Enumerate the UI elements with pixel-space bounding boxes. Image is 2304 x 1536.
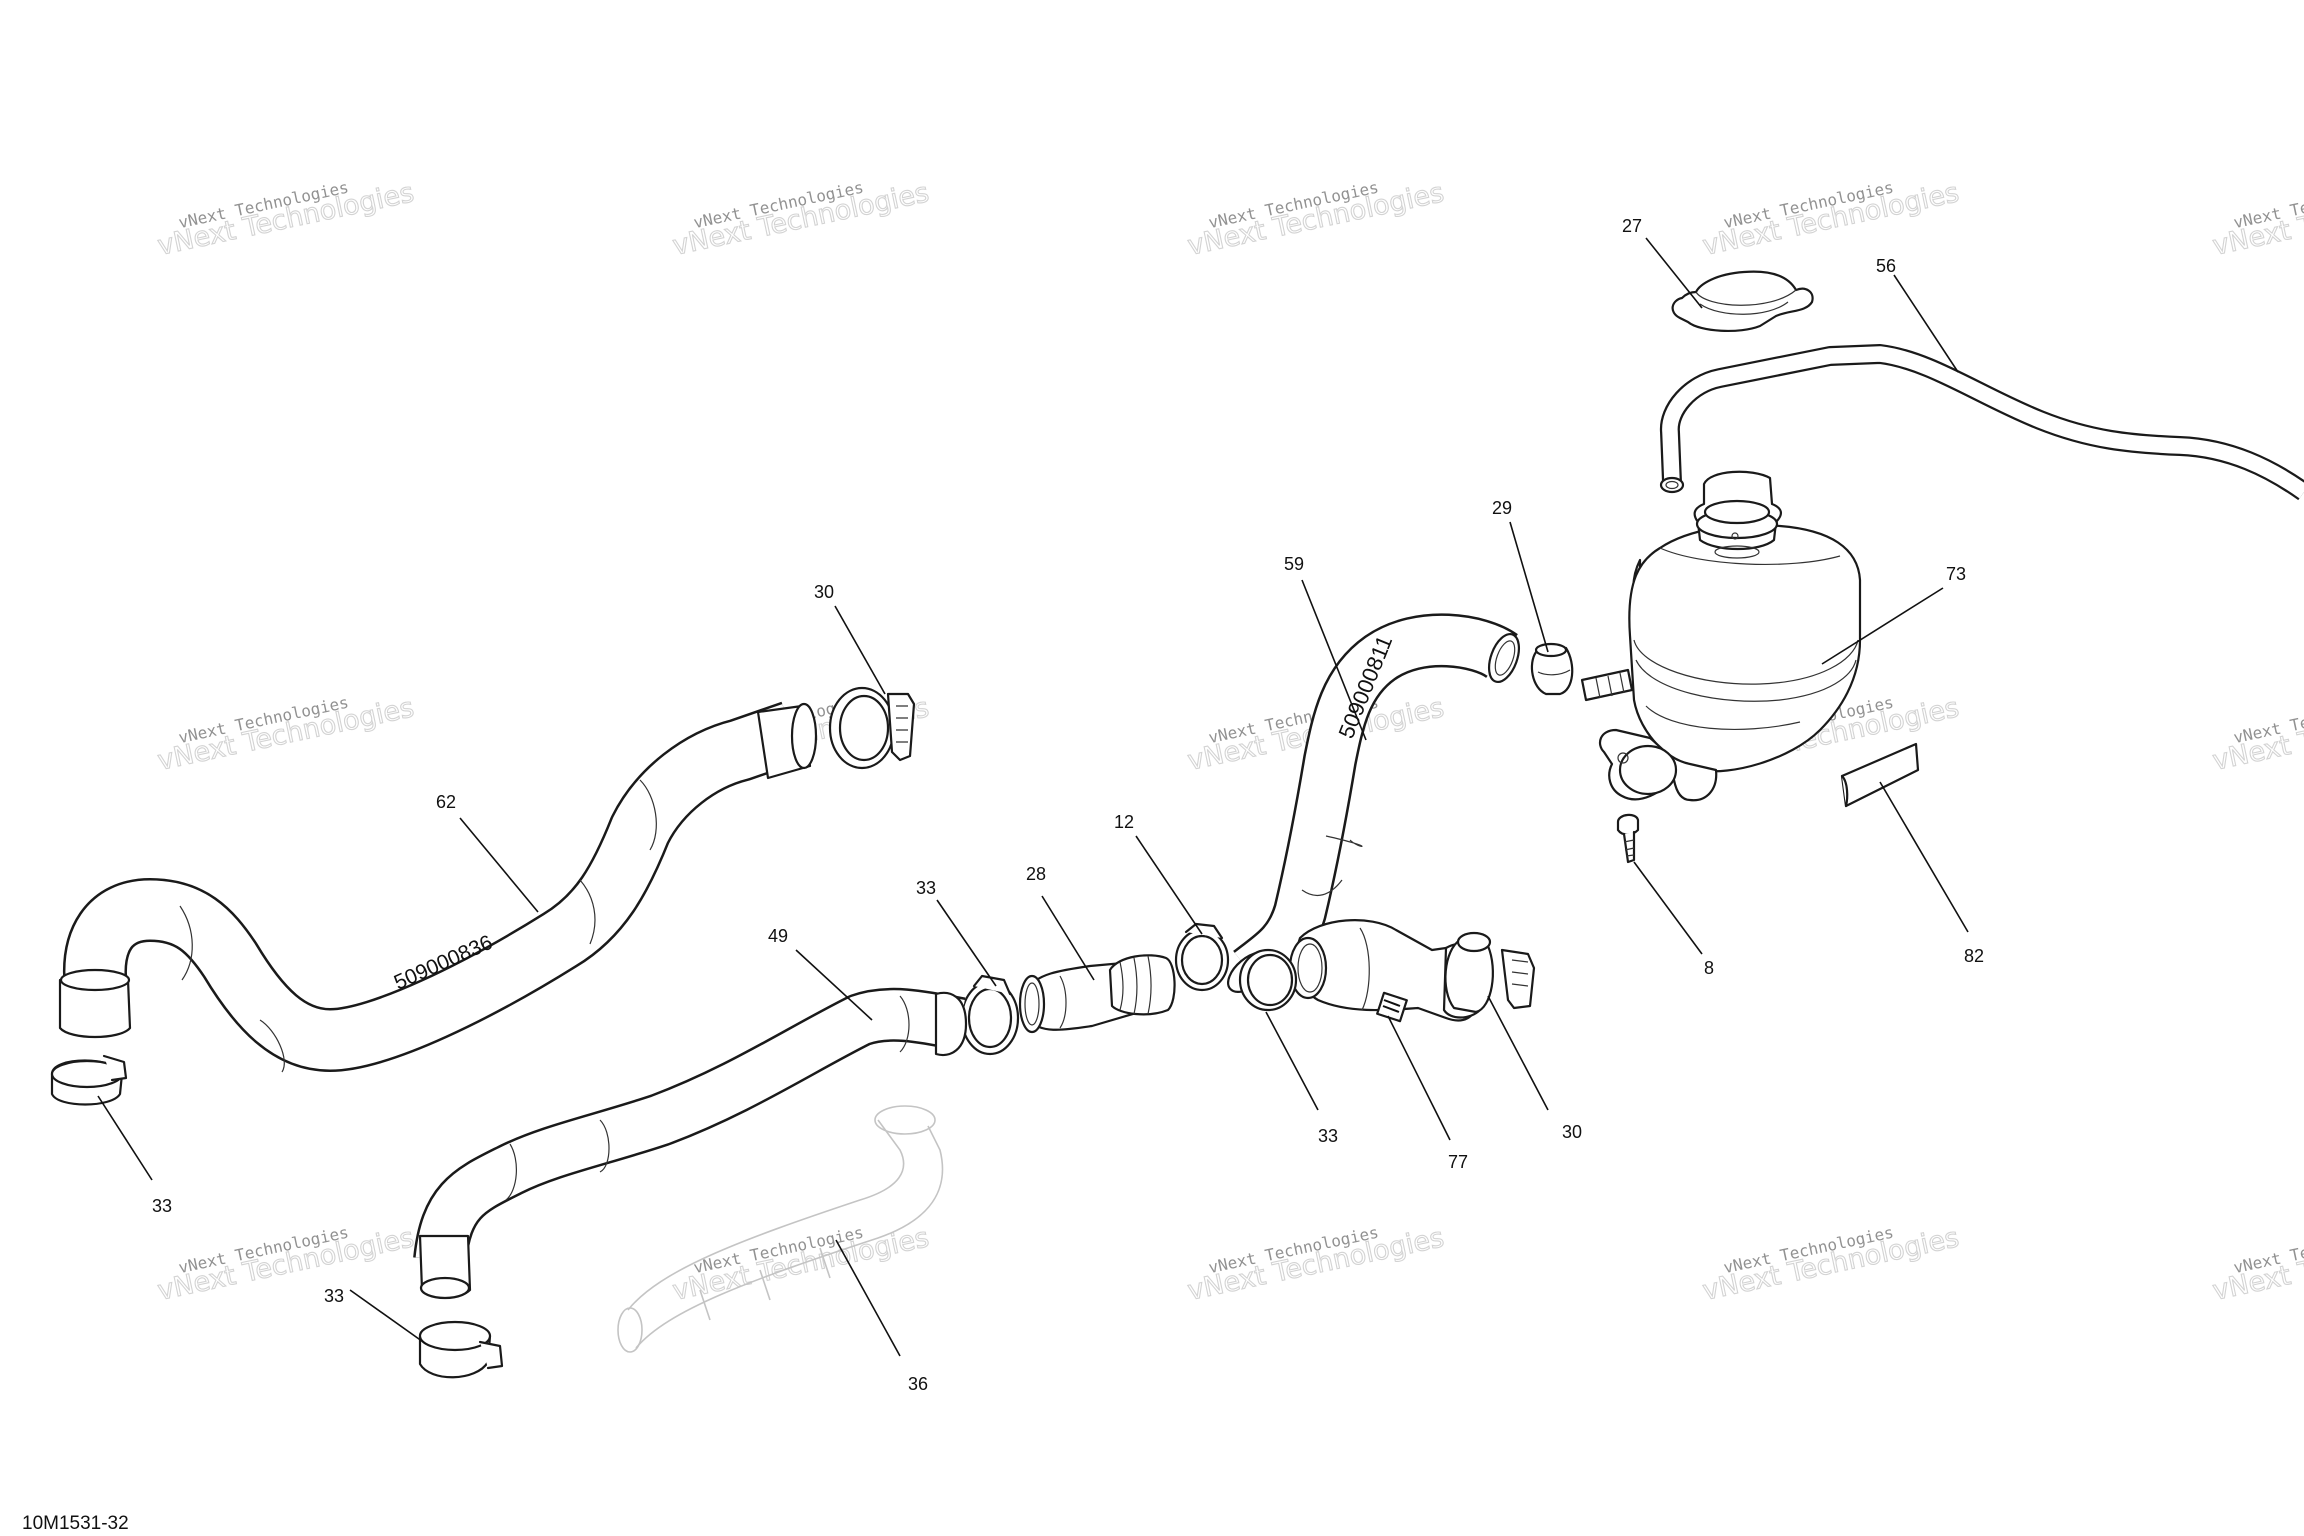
- watermark-layer: vNext Technologies vNext Technologies vN…: [154, 177, 2304, 1308]
- hose-clamp-33-left: [52, 1056, 126, 1105]
- overflow-hose-56: [1661, 354, 2304, 492]
- callout-82: 82: [1964, 946, 1984, 966]
- callout-62: 62: [436, 792, 456, 812]
- hose-clamp-33-lower: [420, 1322, 502, 1377]
- callout-30-upper: 30: [814, 582, 834, 602]
- callout-33-center: 33: [1318, 1126, 1338, 1146]
- watermark: vNext Technologies vNext Technologies: [154, 177, 417, 263]
- callout-36: 36: [908, 1374, 928, 1394]
- callout-77: 77: [1448, 1152, 1468, 1172]
- watermark: vNext Technologies vNext Technologies: [154, 692, 417, 778]
- hose-clamp-30-upper: [830, 688, 914, 768]
- hose-clamp-29: [1532, 644, 1572, 694]
- bolt-8: [1618, 815, 1638, 862]
- ghost-hose-36: [618, 1106, 942, 1352]
- watermark: vNext Technologies vNext Technologies: [1699, 177, 1962, 263]
- foam-strip-82: [1842, 744, 1918, 806]
- watermark: vNext Technologies vNext Technologies: [2209, 692, 2304, 778]
- watermark: vNext Technologies vNext Technologies: [669, 1222, 932, 1308]
- hose-clamp-30-right: [1445, 933, 1534, 1012]
- callout-33-left: 33: [152, 1196, 172, 1216]
- hose-clamp-33-mid: [962, 976, 1018, 1054]
- watermark: vNext Technologies vNext Technologies: [2209, 177, 2304, 263]
- pressure-cap-27: [1673, 272, 1813, 331]
- watermark: vNext Technologies vNext Technologies: [669, 177, 932, 263]
- callout-49: 49: [768, 926, 788, 946]
- hose-clamp-12: [1176, 924, 1228, 990]
- watermark: vNext Technologies vNext Technologies: [1184, 1222, 1447, 1308]
- callout-labels: 27 56 29 73 59 30 62 12 33 28 49 8 82 33…: [152, 216, 1984, 1394]
- callout-73: 73: [1946, 564, 1966, 584]
- radiator-hose-62: 509000836: [60, 704, 816, 1072]
- callout-28: 28: [1026, 864, 1046, 884]
- watermark: vNext Technologies vNext Technologies: [154, 1222, 417, 1308]
- leader-lines: [97, 237, 1969, 1357]
- callout-8: 8: [1704, 958, 1714, 978]
- lower-hose-49: [420, 993, 966, 1298]
- figure-identifier: 10M1531-32: [22, 1513, 129, 1534]
- callout-30-right: 30: [1562, 1122, 1582, 1142]
- watermark: vNext Technologies vNext Technologies: [2209, 1222, 2304, 1308]
- callout-59: 59: [1284, 554, 1304, 574]
- watermark: vNext Technologies vNext Technologies: [1184, 177, 1447, 263]
- callout-33-lower: 33: [324, 1286, 344, 1306]
- coupler-28: [1020, 955, 1175, 1032]
- callout-56: 56: [1876, 256, 1896, 276]
- watermark: vNext Technologies vNext Technologies: [1699, 1222, 1962, 1308]
- callout-33-mid: 33: [916, 878, 936, 898]
- callout-29: 29: [1492, 498, 1512, 518]
- callout-27: 27: [1622, 216, 1642, 236]
- hose-clamp-33-center: [1240, 950, 1296, 1010]
- callout-12: 12: [1114, 812, 1134, 832]
